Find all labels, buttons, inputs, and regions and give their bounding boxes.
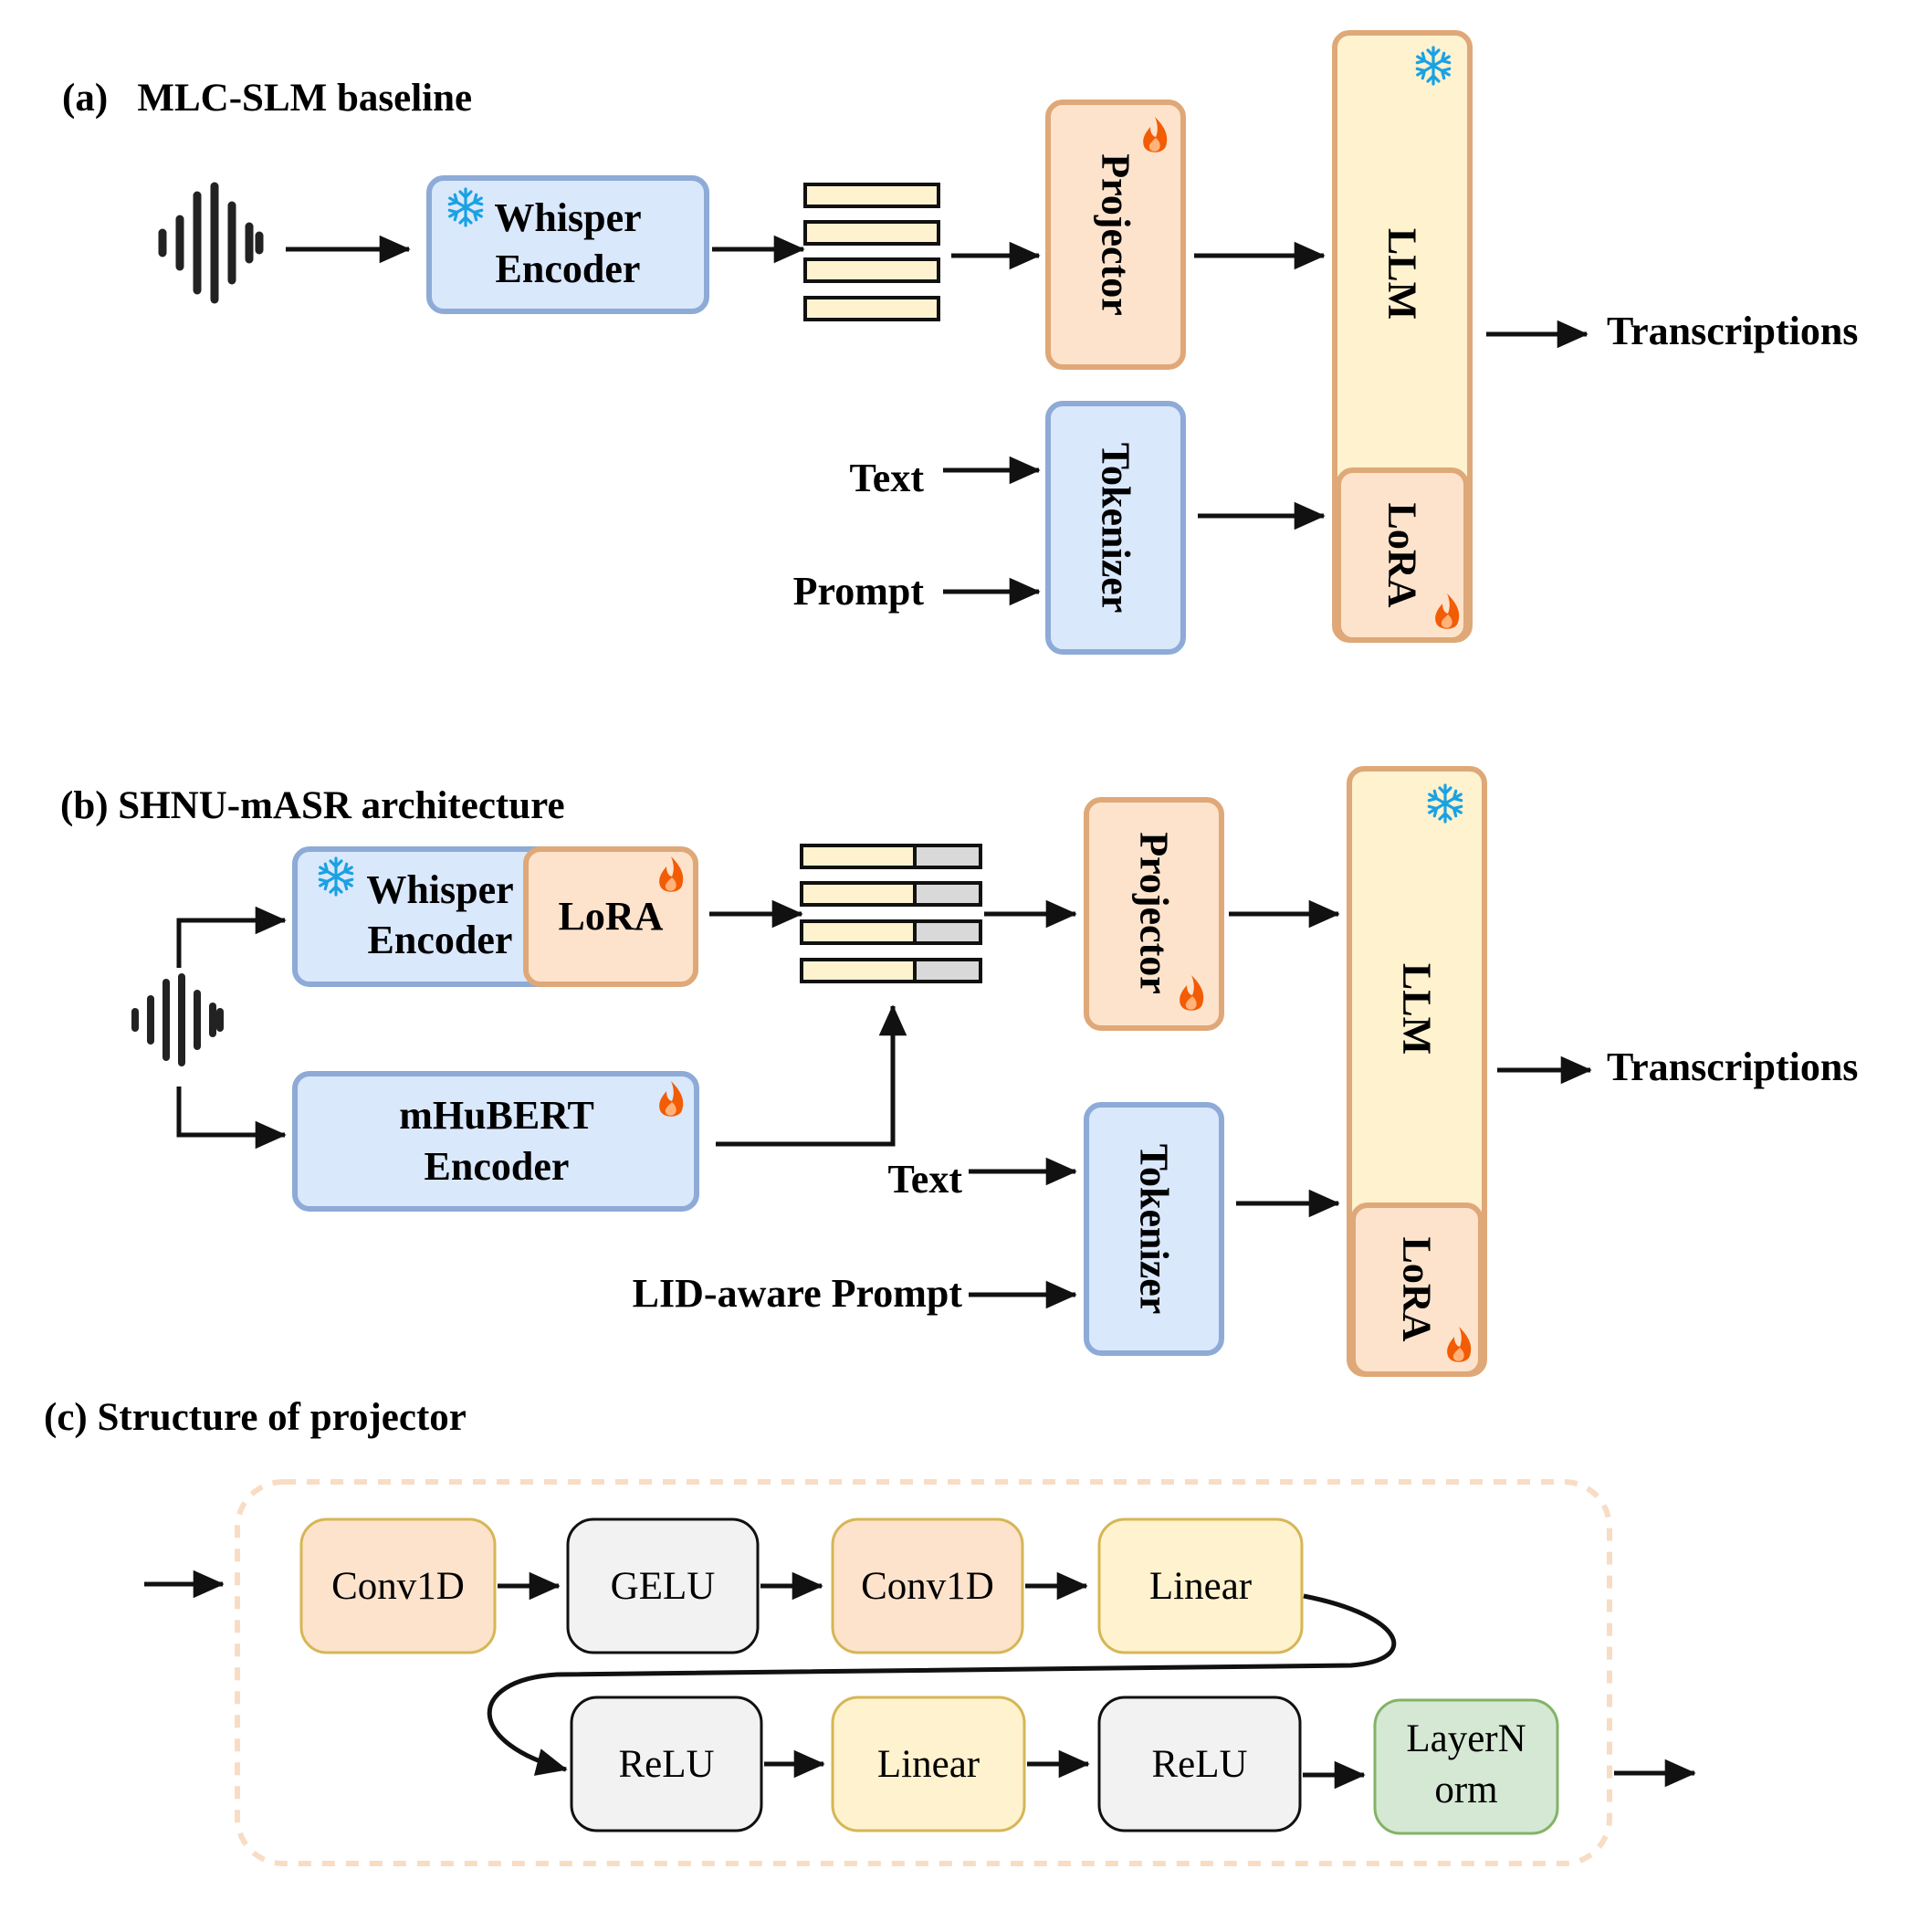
waveform-icon bbox=[131, 973, 224, 1066]
text-input-label: Text bbox=[850, 456, 925, 500]
whisper-encoder-block: Whisper Encoder bbox=[426, 175, 709, 314]
linear-label-1: Linear bbox=[1149, 1565, 1252, 1608]
feature-tokens bbox=[803, 183, 940, 321]
whisper-encoder-lora-block: Whisper Encoder LoRA bbox=[292, 846, 698, 987]
linear-label-2: Linear bbox=[877, 1743, 980, 1786]
output-label: Transcriptions bbox=[1607, 1045, 1858, 1089]
prompt-input-label: Prompt bbox=[793, 569, 925, 614]
waveform-icon bbox=[158, 182, 264, 304]
whisper-encoder-label-line1: Whisper bbox=[366, 867, 513, 912]
panel-a: (a) MLC-SLM baseline Whisper Encoder bbox=[62, 30, 1858, 655]
linear-block-2: Linear bbox=[831, 1696, 1026, 1832]
linear-block-1: Linear bbox=[1097, 1517, 1304, 1654]
projector-label: Projector bbox=[1132, 832, 1177, 994]
llm-lora-label: LoRA bbox=[1395, 1237, 1440, 1342]
llm-block: LLM LoRA bbox=[1347, 766, 1487, 1377]
conv1d-block-2: Conv1D bbox=[831, 1517, 1024, 1654]
panel-a-title: (a) MLC-SLM baseline bbox=[62, 77, 472, 120]
tokenizer-label: Tokenizer bbox=[1132, 1144, 1177, 1315]
llm-lora-label: LoRA bbox=[1380, 503, 1425, 608]
whisper-encoder-label-line2: Encoder bbox=[496, 247, 641, 291]
relu-block-1: ReLU bbox=[570, 1696, 763, 1832]
mhubert-encoder-block: mHuBERT Encoder bbox=[292, 1071, 699, 1212]
tokenizer-block: Tokenizer bbox=[1045, 401, 1186, 655]
projector-label: Projector bbox=[1094, 153, 1138, 316]
llm-block: LLM LoRA bbox=[1332, 30, 1473, 643]
projector-block: Projector bbox=[1084, 797, 1224, 1031]
relu-label-1: ReLU bbox=[618, 1743, 714, 1786]
panel-b: (b) SHNU-mASR architecture Whisper Encod… bbox=[60, 766, 1858, 1377]
relu-label-2: ReLU bbox=[1151, 1743, 1247, 1786]
concatenated-feature-tokens bbox=[800, 844, 982, 983]
relu-block-2: ReLU bbox=[1097, 1696, 1302, 1832]
mhubert-label-line1: mHuBERT bbox=[399, 1093, 594, 1138]
output-label: Transcriptions bbox=[1607, 309, 1858, 353]
encoder-lora-label: LoRA bbox=[559, 894, 664, 939]
panel-c: (c) Structure of projector Conv1D GELU C… bbox=[44, 1396, 1696, 1866]
conv1d-label-2: Conv1D bbox=[861, 1565, 994, 1608]
layernorm-label-line2: orm bbox=[1434, 1769, 1497, 1811]
whisper-encoder-label-line2: Encoder bbox=[368, 918, 513, 962]
mhubert-label-line2: Encoder bbox=[425, 1144, 570, 1189]
conv1d-label-1: Conv1D bbox=[331, 1565, 465, 1608]
panel-c-title: (c) Structure of projector bbox=[44, 1396, 467, 1439]
layernorm-block: LayerN orm bbox=[1373, 1698, 1559, 1835]
conv1d-block-1: Conv1D bbox=[299, 1517, 497, 1654]
lid-prompt-input-label: LID-aware Prompt bbox=[633, 1271, 963, 1316]
whisper-encoder-label-line1: Whisper bbox=[494, 195, 641, 240]
tokenizer-label: Tokenizer bbox=[1094, 443, 1138, 614]
tokenizer-block: Tokenizer bbox=[1084, 1102, 1224, 1356]
projector-block: Projector bbox=[1045, 100, 1186, 370]
panel-b-title: (b) SHNU-mASR architecture bbox=[60, 784, 565, 827]
text-input-label: Text bbox=[888, 1157, 963, 1202]
layernorm-label-line1: LayerN bbox=[1406, 1717, 1526, 1760]
llm-label: LLM bbox=[1395, 963, 1440, 1055]
projector-structure-frame bbox=[235, 1479, 1612, 1866]
gelu-label: GELU bbox=[611, 1565, 716, 1608]
row-wrap-connector bbox=[487, 1593, 1397, 1776]
gelu-block: GELU bbox=[566, 1517, 760, 1654]
llm-label: LLM bbox=[1380, 228, 1425, 320]
